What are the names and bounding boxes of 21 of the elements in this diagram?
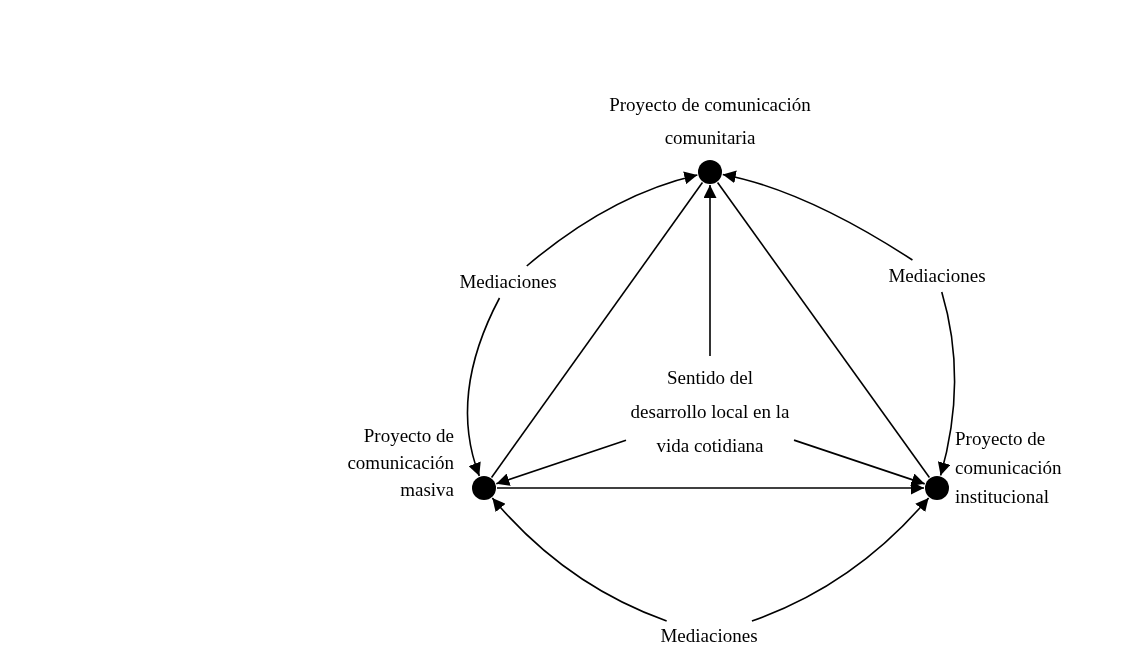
node-label: Proyecto de comunicación masiva xyxy=(346,424,454,502)
arrow xyxy=(721,170,914,261)
text-label: Mediaciones xyxy=(888,264,986,288)
arrow xyxy=(466,297,501,477)
node-dot xyxy=(925,476,949,500)
node-dot xyxy=(472,476,496,500)
text-label: Sentido del desarrollo local en la vida cotidiana xyxy=(629,366,791,458)
arrow xyxy=(793,439,926,486)
connector-line xyxy=(490,181,704,479)
node-dot xyxy=(698,160,722,184)
arrow xyxy=(491,497,668,622)
node-label: Proyecto de comunicación institucional xyxy=(955,427,1063,509)
text-label: Mediaciones xyxy=(660,624,758,648)
connector-line xyxy=(716,181,931,479)
arrow xyxy=(703,184,717,357)
arrow xyxy=(495,439,627,486)
arrow xyxy=(525,171,699,267)
arrow xyxy=(751,497,930,622)
node-label: Proyecto de comunicación comunitaria xyxy=(608,93,812,150)
arrow xyxy=(937,291,956,477)
text-label: Mediaciones xyxy=(459,270,557,294)
